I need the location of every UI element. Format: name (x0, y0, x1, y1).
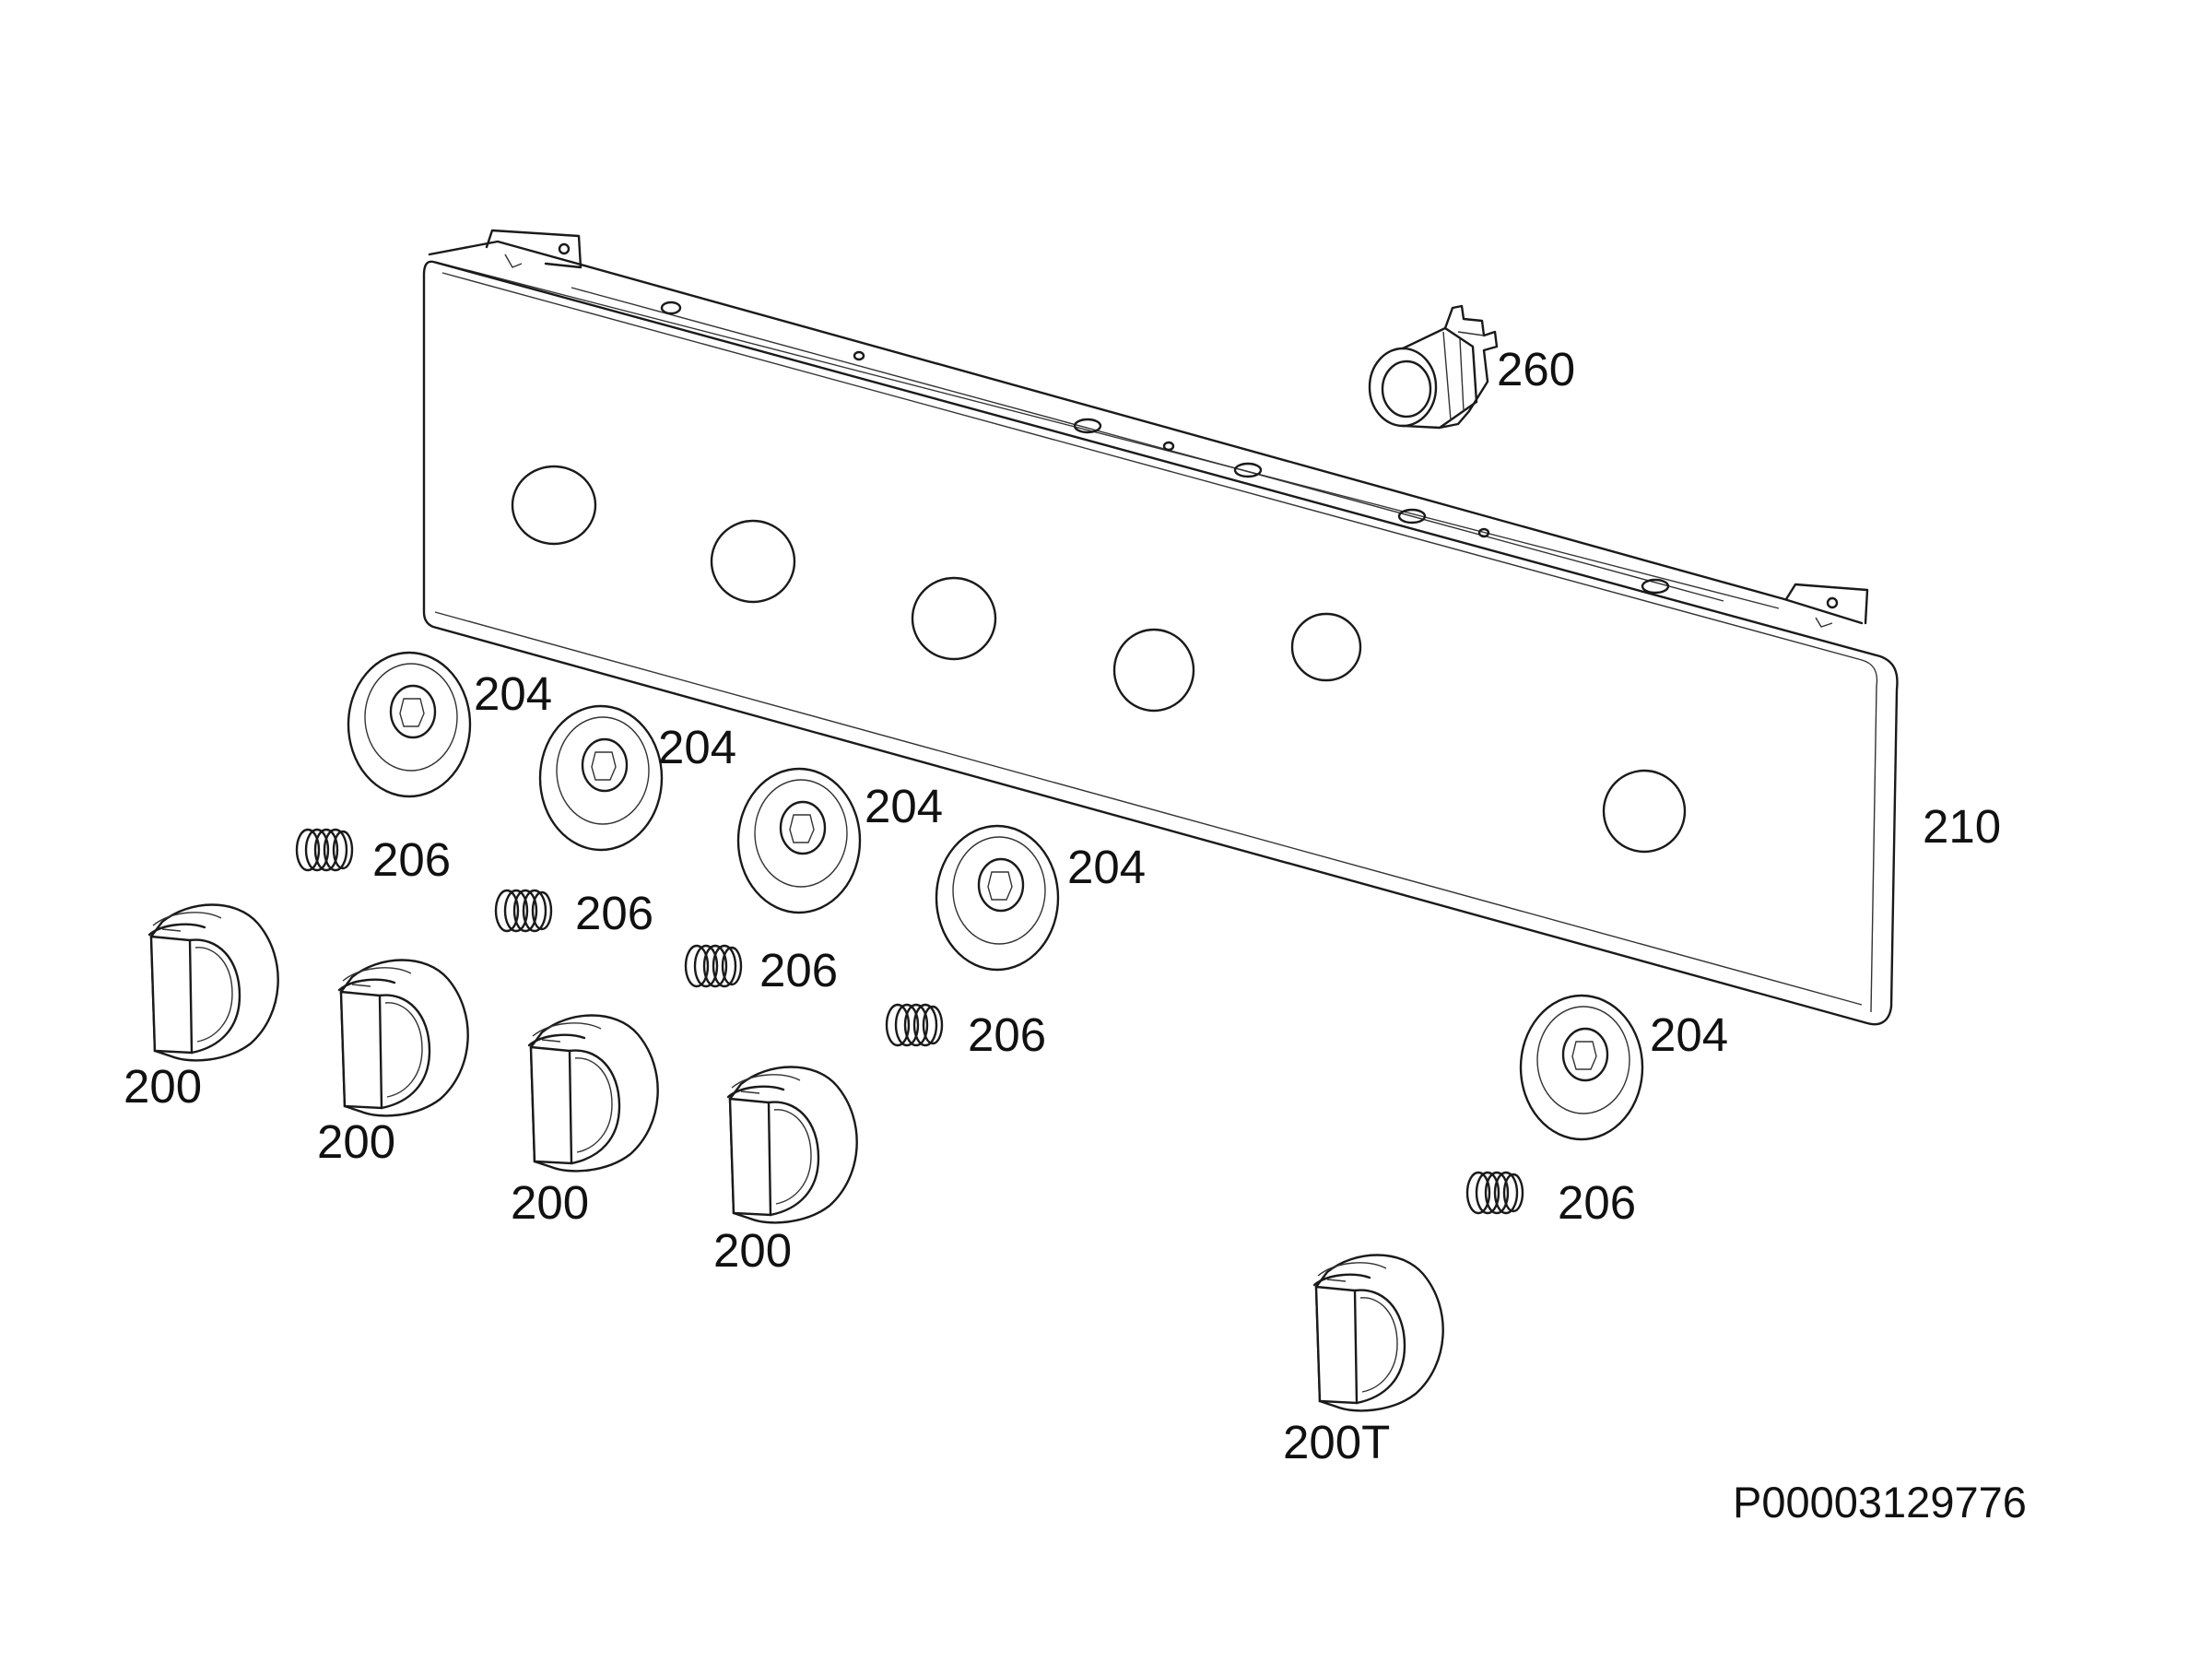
label-knob-2: 200 (317, 1115, 395, 1168)
label-bezel-1: 204 (474, 667, 552, 720)
spring (1465, 1171, 1524, 1215)
control-knob (726, 1066, 858, 1224)
label-bezel-5: 204 (1650, 1008, 1728, 1061)
control-knob (527, 1014, 659, 1173)
control-knob (337, 959, 469, 1117)
label-bezel-3: 204 (865, 780, 943, 832)
spring (494, 889, 553, 933)
bezel (347, 651, 472, 798)
spring (885, 1003, 944, 1047)
label-knob-4: 200 (713, 1224, 792, 1277)
bezel (736, 767, 862, 914)
label-panel: 210 (1923, 800, 2001, 853)
bezel (935, 824, 1060, 972)
label-spring-5: 206 (1558, 1176, 1636, 1229)
bezel (538, 704, 664, 852)
label-knob-t: 200T (1283, 1416, 1390, 1468)
spring (684, 944, 743, 988)
document-number: P00003129776 (1733, 1478, 2027, 1526)
label-knob-1: 200 (124, 1060, 202, 1113)
bezel (1519, 994, 1644, 1141)
label-bezel-4: 204 (1067, 841, 1146, 893)
control-panel (422, 229, 1899, 1026)
label-spring-3: 206 (759, 944, 838, 996)
indicator-lamp (1368, 304, 1499, 430)
label-spring-2: 206 (575, 887, 653, 939)
thermostat-knob (1312, 1254, 1444, 1412)
label-spring-1: 206 (372, 833, 451, 886)
spring (295, 828, 354, 872)
label-bezel-2: 204 (658, 721, 736, 773)
label-spring-4: 206 (968, 1008, 1046, 1061)
label-knob-3: 200 (511, 1176, 589, 1229)
label-lamp: 260 (1497, 343, 1575, 395)
control-knob (147, 903, 279, 1062)
